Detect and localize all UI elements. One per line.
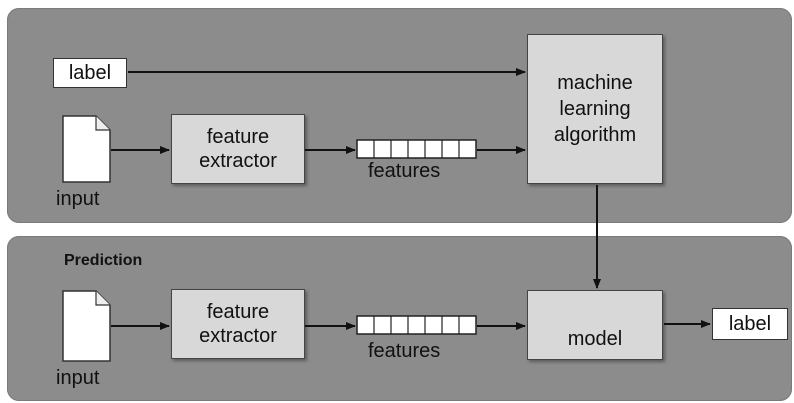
output-label-box: label — [712, 308, 788, 340]
training-feature-extractor: feature extractor — [171, 114, 305, 184]
training-input-label: input — [56, 188, 100, 210]
prediction-feature-extractor: feature extractor — [171, 289, 305, 359]
prediction-title: Prediction — [64, 252, 143, 269]
machine-learning-algorithm-box: machine learning algorithm — [527, 34, 663, 184]
training-document-icon — [62, 115, 111, 183]
algorithm-line2: learning — [559, 98, 631, 120]
prediction-feature-vector-icon — [356, 315, 477, 335]
algorithm-line3: algorithm — [553, 124, 637, 146]
algorithm-line1: machine — [557, 72, 633, 94]
prediction-input-label: input — [56, 367, 100, 389]
training-label-box: label — [53, 58, 127, 88]
training-features-label: features — [368, 160, 441, 182]
prediction-extractor-line1: feature — [206, 300, 270, 323]
model-box: model — [527, 290, 663, 360]
training-extractor-line1: feature — [206, 125, 270, 148]
prediction-features-label: features — [368, 340, 441, 362]
prediction-extractor-line2: extractor — [199, 325, 277, 347]
training-extractor-line2: extractor — [199, 150, 277, 172]
training-feature-vector-icon — [356, 139, 477, 159]
model-label: model — [567, 327, 623, 350]
prediction-document-icon — [62, 290, 111, 362]
